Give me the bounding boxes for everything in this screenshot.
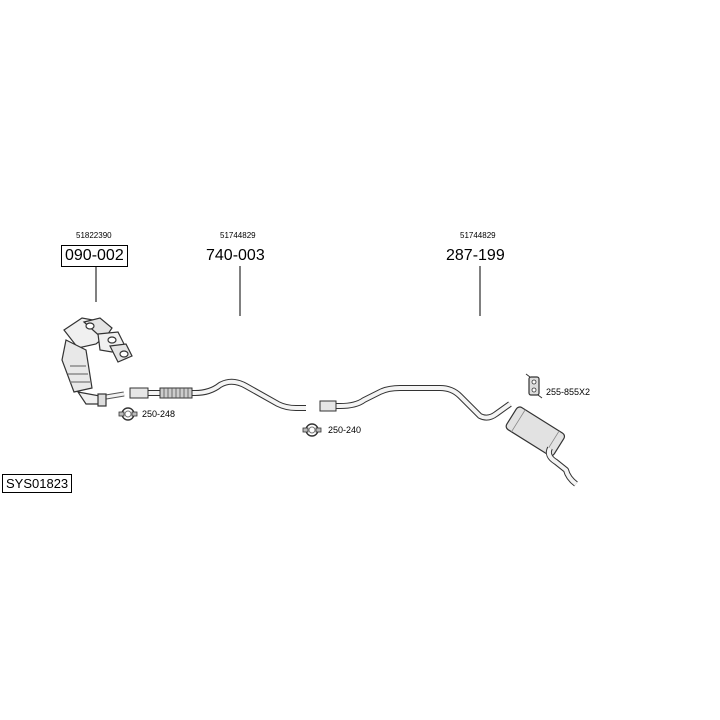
- oem-number-090-002: 51822390: [76, 231, 112, 240]
- part-number-090-002[interactable]: 090-002: [61, 245, 128, 267]
- hanger-label-255-855x2[interactable]: 255-855X2: [546, 387, 591, 397]
- oem-number-740-003: 51744829: [220, 231, 256, 240]
- system-code: SYS01823: [2, 474, 73, 493]
- clamp-icon: [118, 407, 138, 421]
- clamp-icon: [302, 423, 322, 437]
- rear-pipe-silencer: [319, 385, 578, 487]
- manifold-catalyst: [61, 317, 133, 407]
- oem-number-287-199: 51744829: [460, 231, 496, 240]
- part-number-740-003[interactable]: 740-003: [206, 247, 265, 264]
- front-pipe: [129, 378, 306, 411]
- part-number-287-199[interactable]: 287-199: [446, 247, 505, 264]
- leader-lines: [95, 266, 481, 316]
- clamp-label-250-248[interactable]: 250-248: [142, 409, 176, 419]
- rubber-hanger-icon: [525, 373, 543, 399]
- clamp-label-250-240[interactable]: 250-240: [328, 425, 362, 435]
- silencer: [505, 406, 566, 457]
